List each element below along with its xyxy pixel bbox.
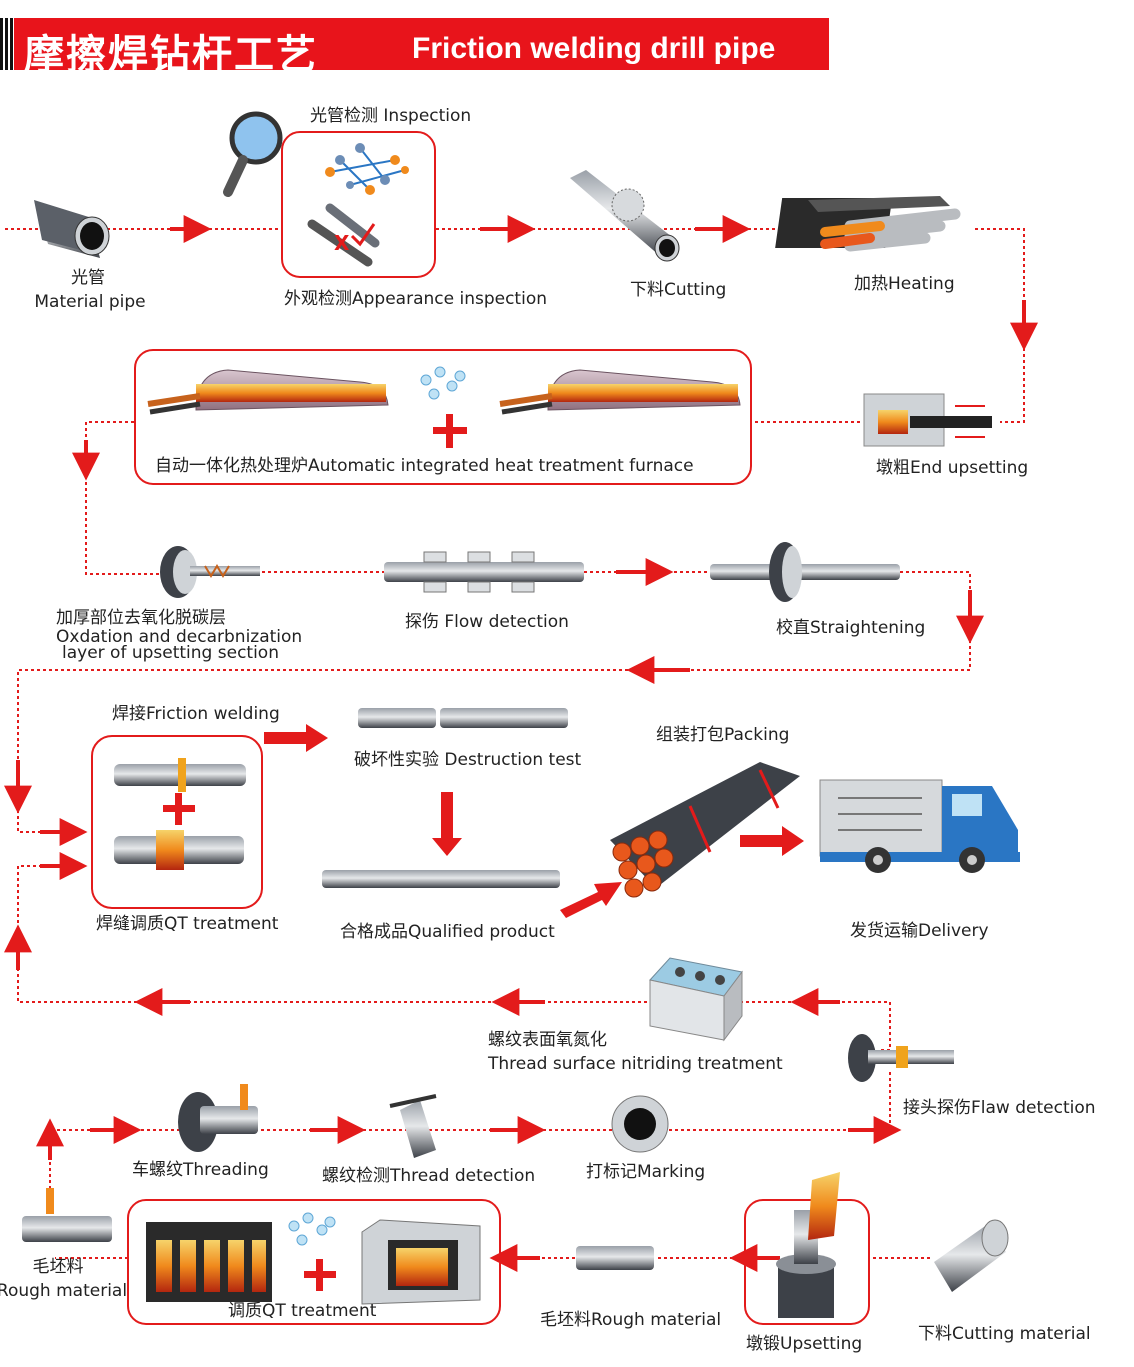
label-nitriding-cn: 螺纹表面氧氮化: [488, 1030, 607, 1050]
furnace-icon: [499, 369, 741, 415]
label-qualified: 合格成品Qualified product: [340, 922, 555, 942]
label-thread-detection: 螺纹检测Thread detection: [322, 1166, 536, 1186]
label-oxidation-cn: 加厚部位去氧化脱碳层: [56, 608, 226, 628]
label-end-upsetting: 墩粗End upsetting: [876, 458, 1029, 478]
title-stripes: [0, 18, 14, 70]
probes-icon: [384, 551, 584, 593]
flow-lines: [5, 228, 1025, 1259]
pipe-icon: [34, 200, 110, 258]
label-material-pipe-cn: 光管: [71, 268, 105, 288]
page-title-cn: 摩擦焊钻杆工艺: [24, 32, 318, 78]
label-oxidation-en2: layer of upsetting section: [62, 643, 279, 663]
rough-material-icon: [576, 1246, 654, 1270]
label-furnace: 自动一体化热处理炉Automatic integrated heat treat…: [155, 456, 694, 476]
label-nitriding-en: Thread surface nitriding treatment: [488, 1054, 783, 1074]
label-oxidation-en1: Oxdation and decarbnization: [56, 627, 303, 647]
nitriding-tank-icon: [649, 957, 743, 1042]
water-drops-icon: [420, 366, 466, 400]
label-weld-qt: 焊缝调质QT treatment: [96, 914, 279, 934]
label-upsetting: 墩锻Upsetting: [746, 1334, 863, 1354]
rough-material-icon: [22, 1188, 112, 1242]
upsetting-die-icon: [863, 393, 992, 447]
roller-icon: [160, 546, 260, 598]
plus-icon: [304, 1259, 336, 1291]
plus-icon: [433, 414, 467, 448]
label-qt: 调质QT treatment: [228, 1301, 377, 1321]
furnace-icon: [146, 1219, 481, 1305]
label-flow-detection: 探伤 Flow detection: [405, 612, 569, 632]
flaw-probe-icon: [848, 1034, 954, 1082]
label-cutting-material: 下料Cutting material: [918, 1324, 1091, 1344]
label-cutting: 下料Cutting: [630, 280, 727, 300]
flow-arrows: [3, 215, 1038, 1272]
roller-icon: [710, 542, 900, 602]
bundle-icon: [610, 762, 800, 898]
magnifier-icon: [223, 111, 283, 197]
plus-icon: [163, 793, 195, 825]
inspection-pipes-icon: X: [307, 203, 380, 267]
label-material-pipe-en: Material pipe: [34, 292, 146, 312]
label-friction-welding: 焊接Friction welding: [112, 704, 280, 724]
step-boxes: [91, 131, 870, 1325]
welded-pipe-icon: [322, 870, 560, 888]
label-straightening: 校直Straightening: [776, 618, 926, 638]
bar-icon: [934, 1219, 1009, 1292]
label-destruction: 破坏性实验 Destruction test: [354, 750, 582, 770]
label-inspection: 光管检测 Inspection: [310, 106, 472, 126]
threading-icon: [178, 1084, 258, 1152]
label-appearance: 外观检测Appearance inspection: [284, 289, 547, 309]
furnace-icon: [147, 369, 389, 415]
label-flaw-detection: 接头探伤Flaw detection: [903, 1098, 1096, 1118]
molecule-icon: [325, 143, 409, 195]
label-rough-en: Rough material: [0, 1281, 128, 1301]
title-bar: [14, 18, 829, 70]
svg-text:X: X: [334, 231, 350, 255]
label-heating: 加热Heating: [854, 274, 955, 294]
welded-pipe-icon: [114, 758, 246, 870]
label-marking: 打标记Marking: [586, 1162, 706, 1182]
welded-pipe-icon: [358, 708, 568, 728]
forging-press-icon: [776, 1172, 840, 1318]
label-delivery: 发货运输Delivery: [850, 921, 989, 941]
label-rough-material: 毛坯料Rough material: [540, 1310, 722, 1330]
label-packing: 组装打包Packing: [656, 725, 790, 745]
block-arrows: [264, 724, 804, 918]
label-threading: 车螺纹Threading: [132, 1160, 269, 1180]
marking-ring-icon: [611, 1095, 669, 1153]
truck-icon: [819, 779, 1020, 873]
water-drops-icon: [288, 1212, 336, 1246]
heating-icon: [775, 196, 961, 252]
page-title-en: Friction welding drill pipe: [412, 32, 776, 65]
thread-gauge-icon: [389, 1094, 437, 1158]
label-rough-cn: 毛坯料: [32, 1257, 84, 1277]
saw-icon: [570, 170, 680, 262]
